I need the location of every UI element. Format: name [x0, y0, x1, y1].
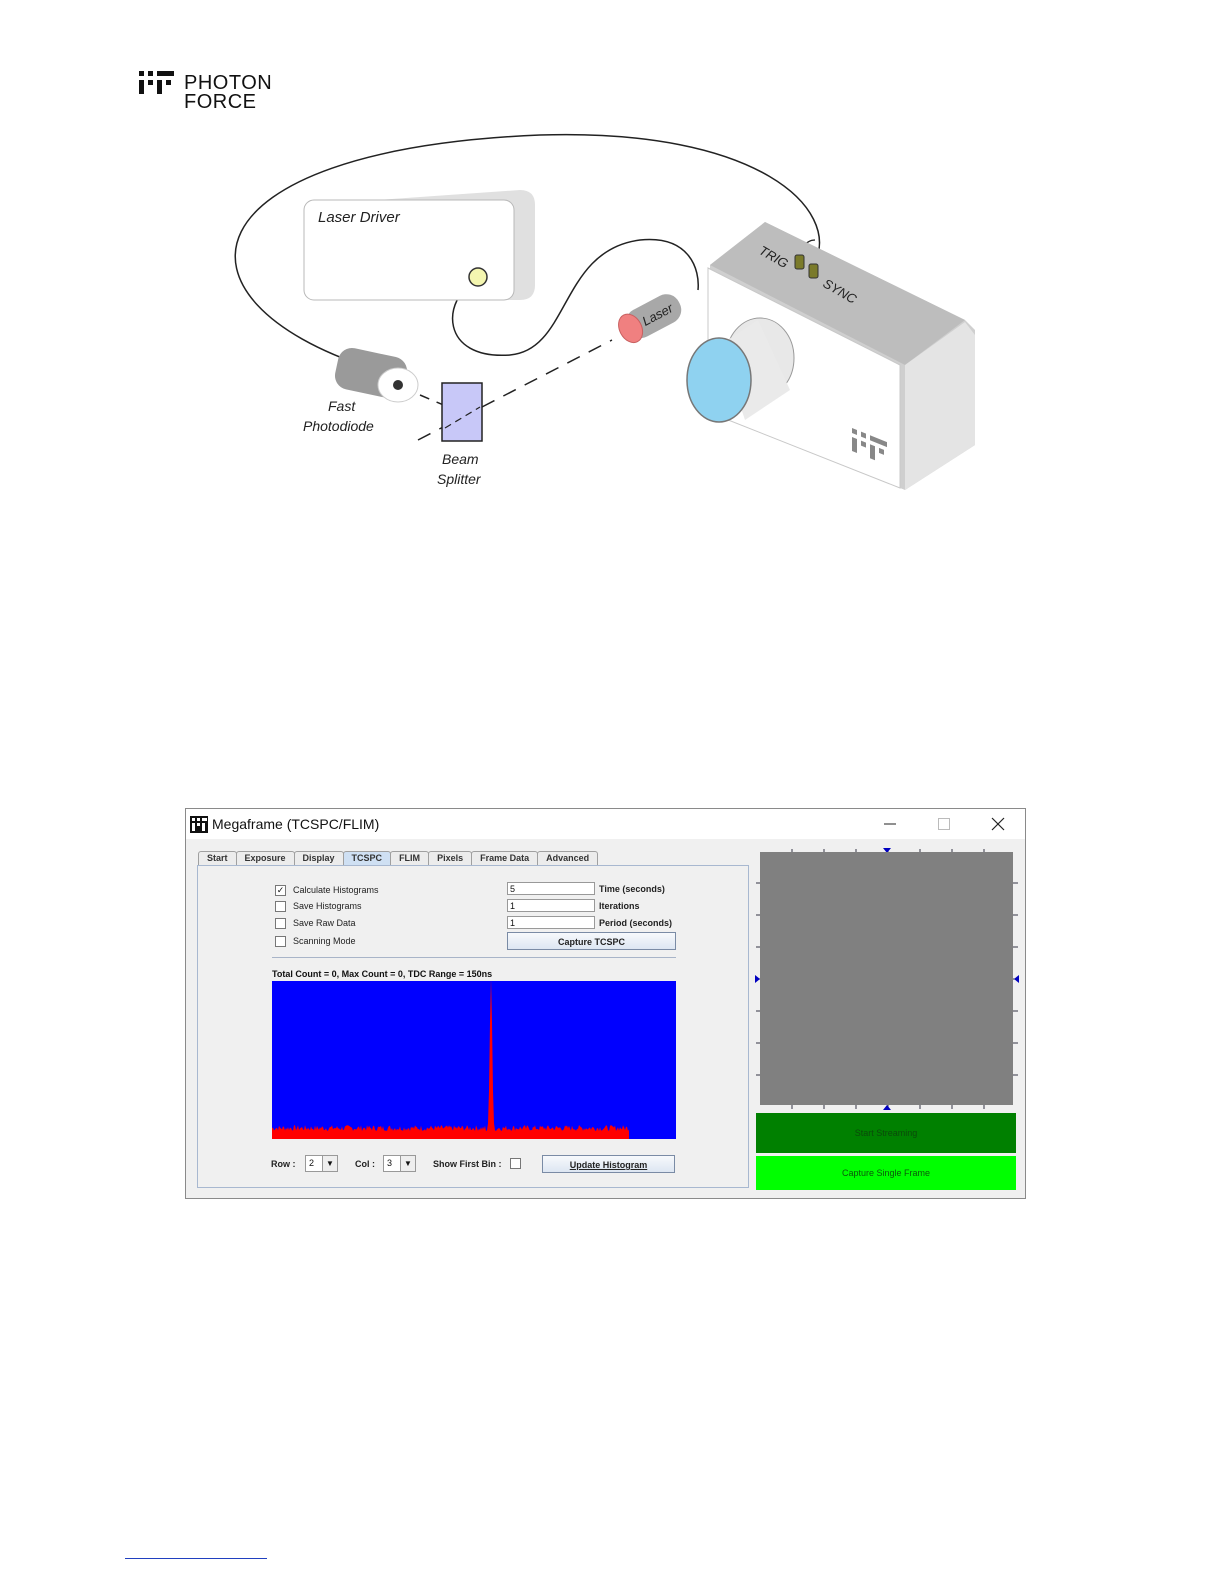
camera-lens [686, 337, 752, 423]
iterations-field[interactable]: 1 [507, 899, 595, 912]
capture-single-frame-button[interactable]: Capture Single Frame [756, 1156, 1016, 1190]
title-bar[interactable]: Megaframe (TCSPC/FLIM) [186, 809, 1025, 839]
col-label: Col : [355, 1159, 375, 1169]
time-label: Time (seconds) [599, 884, 665, 894]
show-first-bin-label: Show First Bin : [433, 1159, 502, 1169]
tab-start[interactable]: Start [198, 851, 237, 865]
time-field[interactable]: 5 [507, 882, 595, 895]
start-streaming-button[interactable]: Start Streaming [756, 1113, 1016, 1153]
close-button[interactable] [984, 813, 1012, 835]
col-select[interactable]: 3 ▼ [383, 1155, 416, 1172]
minimize-button[interactable] [876, 813, 904, 835]
period-field[interactable]: 1 [507, 916, 595, 929]
megaframe-camera: TRIG SYNC [686, 222, 975, 490]
chevron-down-icon[interactable]: ▼ [322, 1156, 337, 1171]
axis-marker-icon [883, 848, 891, 853]
histogram-series [272, 981, 629, 1139]
option-label: Save Raw Data [293, 918, 356, 928]
close-icon [991, 817, 1005, 831]
laser-cable [451, 238, 699, 356]
tab-pixels[interactable]: Pixels [428, 851, 473, 865]
splitter-label: Splitter [437, 471, 482, 487]
update-histogram-label: Update Histogram [569, 1160, 648, 1170]
chevron-down-icon[interactable]: ▼ [400, 1156, 415, 1171]
row-value: 2 [309, 1158, 315, 1168]
logo-wordmark: PHOTON FORCE [184, 72, 273, 113]
row-label: Row : [271, 1159, 296, 1169]
tab-display[interactable]: Display [293, 851, 344, 865]
trig-connector [794, 254, 805, 270]
photodiode-label: Photodiode [303, 418, 374, 434]
maximize-icon [938, 818, 950, 830]
photon-force-logo: PHOTON FORCE [138, 66, 288, 116]
period-label: Period (seconds) [599, 918, 673, 928]
maximize-button[interactable] [930, 813, 958, 835]
option-calculate-histograms[interactable]: ✓ Calculate Histograms [275, 884, 379, 896]
show-first-bin-checkbox[interactable] [510, 1158, 521, 1169]
laser: Laser [618, 294, 682, 344]
fast-photodiode: Fast Photodiode [303, 347, 419, 434]
row-select[interactable]: 2 ▼ [305, 1155, 338, 1172]
tab-advanced[interactable]: Advanced [537, 851, 599, 865]
scanning-mode-checkbox[interactable] [275, 935, 286, 947]
capture-tcspc-button[interactable]: Capture TCSPC [507, 932, 676, 950]
option-scanning-mode[interactable]: Scanning Mode [275, 935, 356, 947]
option-label: Save Histograms [293, 901, 362, 911]
divider [272, 957, 676, 958]
col-value: 3 [387, 1158, 393, 1168]
option-save-raw-data[interactable]: Save Raw Data [275, 917, 356, 929]
logo-mark-icon [139, 71, 174, 94]
tcspc-panel: ✓ Calculate Histograms Save Histograms S… [197, 865, 749, 1188]
trigger-cable [234, 133, 821, 369]
footnote-rule [125, 1558, 267, 1559]
driver-output-connector [468, 267, 488, 287]
window-title: Megaframe (TCSPC/FLIM) [212, 816, 380, 832]
axis-marker-icon [883, 1105, 891, 1110]
laser-driver-box: Laser Driver [303, 190, 535, 301]
fast-label: Fast [328, 398, 356, 414]
laser-aperture [618, 313, 644, 344]
tab-frame-data[interactable]: Frame Data [471, 851, 539, 865]
laser-driver-label: Laser Driver [318, 209, 401, 226]
camera-logo-icon [852, 428, 887, 461]
update-histogram-button[interactable]: Update Histogram [542, 1155, 675, 1173]
axis-marker-icon [1014, 975, 1019, 983]
beam-splitter [441, 382, 483, 442]
axis-marker-icon [755, 975, 760, 983]
tab-exposure[interactable]: Exposure [235, 851, 295, 865]
minimize-icon [884, 823, 896, 825]
tab-strip: Start Exposure Display TCSPC FLIM Pixels… [198, 851, 599, 865]
setup-diagram: Laser Driver Laser Beam Splitter Fast Ph… [234, 133, 975, 490]
calculate-histograms-checkbox[interactable]: ✓ [275, 884, 286, 896]
histogram-plot [272, 981, 676, 1139]
app-icon [190, 816, 208, 833]
tab-tcspc[interactable]: TCSPC [342, 851, 392, 865]
image-viewer[interactable] [760, 852, 1013, 1105]
iterations-label: Iterations [599, 901, 640, 911]
save-histograms-checkbox[interactable] [275, 900, 286, 912]
option-label: Scanning Mode [293, 936, 356, 946]
option-save-histograms[interactable]: Save Histograms [275, 900, 362, 912]
sync-connector [808, 263, 819, 279]
megaframe-window: Megaframe (TCSPC/FLIM) Start Exposure Di… [185, 808, 1026, 1199]
histogram-stats: Total Count = 0, Max Count = 0, TDC Rang… [272, 969, 493, 979]
beam-label: Beam [442, 451, 479, 467]
option-label: Calculate Histograms [293, 885, 379, 895]
histogram-trace [272, 981, 629, 1139]
tab-flim[interactable]: FLIM [390, 851, 430, 865]
logo-line2: FORCE [184, 91, 257, 113]
logo-line1: PHOTON [184, 72, 273, 94]
save-raw-data-checkbox[interactable] [275, 917, 286, 929]
